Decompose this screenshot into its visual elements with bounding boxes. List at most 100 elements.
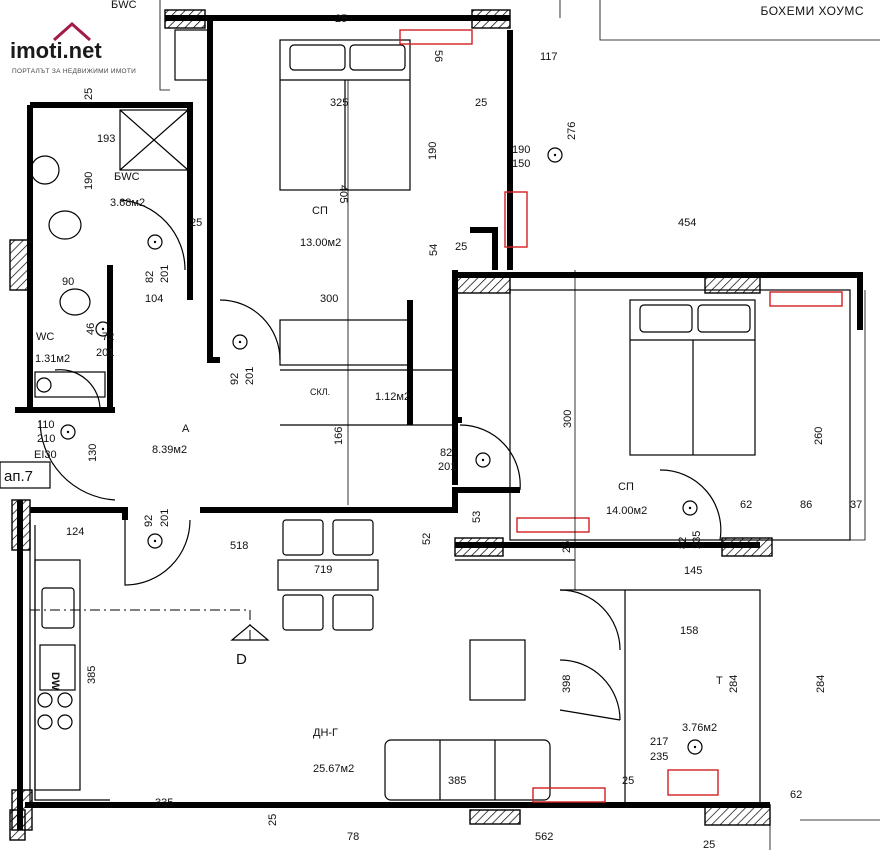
door-class: EI30 (34, 449, 57, 461)
dim-300-v: 300 (562, 410, 574, 428)
neighbor-label: ап.7 (4, 468, 33, 485)
bed-1 (279, 39, 411, 191)
dim-25-top: 25 (335, 13, 347, 25)
dim-130: 130 (87, 444, 99, 462)
dim-110: 110 (37, 419, 55, 431)
bedroom1-area: 13.00м2 (300, 237, 341, 249)
dim-158: 158 (680, 625, 698, 637)
dim-54: 54 (428, 244, 440, 256)
dim-92-b: 92 (143, 515, 155, 527)
dim-25-h: 25 (703, 839, 715, 850)
bed-2 (629, 299, 756, 456)
dim-82-c: 82 (677, 537, 689, 549)
bedroom2-area: 14.00м2 (606, 505, 647, 517)
dim-56: 56 (432, 50, 444, 62)
imoti-logo: imoti.net ПОРТАЛЪТ ЗА НЕДВИЖИМИ ИМОТИ (4, 20, 164, 80)
bedroom1-name: СП (312, 205, 328, 217)
dim-90: 90 (62, 276, 74, 288)
dim-201-c: 201 (244, 367, 256, 385)
dim-166: 166 (333, 427, 345, 445)
dim-145: 145 (684, 565, 702, 577)
dim-92-a: 92 (229, 373, 241, 385)
section-lines (30, 80, 576, 641)
dim-72: 72 (102, 331, 114, 343)
dim-117: 117 (540, 51, 558, 63)
dim-284-b: 284 (815, 675, 827, 693)
dim-104: 104 (145, 293, 163, 305)
dim-201-d: 201 (438, 461, 456, 473)
door-swings (39, 199, 722, 721)
wc-area: 1.31м2 (35, 353, 70, 365)
bathroom-name: БWC (114, 171, 140, 183)
dim-25-e: 25 (561, 541, 573, 553)
bathroom-top-name: БWC (111, 0, 137, 11)
dim-37: 37 (850, 499, 862, 511)
dim-335: 335 (155, 797, 173, 809)
dim-235: 235 (691, 531, 703, 549)
dim-217: 217 (650, 736, 668, 748)
dim-82-a: 82 (144, 271, 156, 283)
dim-190: 190 (512, 144, 530, 156)
dishwasher-label: DW (49, 672, 61, 691)
dim-25-left: 25 (83, 88, 95, 100)
dim-78: 78 (347, 831, 359, 843)
dim-124: 124 (66, 526, 84, 538)
hall-name: А (182, 423, 190, 435)
dim-454: 454 (678, 217, 696, 229)
bedroom2-name: СП (618, 481, 634, 493)
dim-201-a: 201 (159, 265, 171, 283)
structural-columns (9, 9, 773, 841)
roof-icon (53, 21, 91, 42)
logo-tagline: ПОРТАЛЪТ ЗА НЕДВИЖИМИ ИМОТИ (12, 68, 137, 75)
dim-82-b: 82 (440, 447, 452, 459)
walls (15, 15, 863, 830)
hall-area: 8.39м2 (152, 444, 187, 456)
dim-25-d: 25 (455, 241, 467, 253)
dim-235-b: 235 (650, 751, 668, 763)
dim-385: 385 (448, 775, 466, 787)
interior-lines (29, 0, 880, 850)
dim-86: 86 (800, 499, 812, 511)
bathroom-fixtures (30, 29, 211, 398)
logo-name: imoti.net (10, 38, 102, 63)
closet-name: СКЛ. (310, 387, 330, 397)
dim-260: 260 (813, 427, 825, 445)
closet-area: 1.12м2 (375, 391, 410, 403)
wc-name: WC (36, 331, 54, 343)
dim-276: 276 (566, 122, 578, 140)
dim-518: 518 (230, 540, 248, 552)
dim-398: 398 (561, 675, 573, 693)
bathroom-area: 3.68м2 (110, 197, 145, 209)
dim-201-e: 201 (159, 509, 171, 527)
dim-62: 62 (740, 499, 752, 511)
kitchen-counter (34, 559, 81, 791)
dim-300: 300 (320, 293, 338, 305)
dim-52: 52 (421, 533, 433, 545)
dim-325: 325 (330, 97, 348, 109)
dim-46: 46 (85, 323, 97, 335)
brand-title: БОХЕМИ ХОУМС (760, 4, 864, 18)
living-name: ДН-Г (313, 727, 338, 739)
dim-193: 193 (97, 133, 115, 145)
dim-562: 562 (535, 831, 553, 843)
dim-25-f: 25 (622, 775, 634, 787)
sofa (384, 739, 551, 801)
dim-150: 150 (512, 158, 530, 170)
dim-62-b: 62 (790, 789, 802, 801)
dim-25-b: 25 (475, 97, 487, 109)
terrace-area: 3.76м2 (682, 722, 717, 734)
dim-190-v: 190 (427, 142, 439, 160)
dim-210: 210 (37, 433, 55, 445)
light-points (60, 147, 703, 755)
dim-405: 405 (337, 185, 349, 203)
dim-719: 719 (314, 564, 332, 576)
section-marker: D (236, 651, 247, 668)
dim-190-bath: 190 (83, 172, 95, 190)
radiators (399, 29, 843, 803)
dim-25-g: 25 (267, 814, 279, 826)
dim-284-a: 284 (728, 675, 740, 693)
living-area: 25.67м2 (313, 763, 354, 775)
dining-set (277, 519, 379, 631)
dim-53: 53 (471, 511, 483, 523)
